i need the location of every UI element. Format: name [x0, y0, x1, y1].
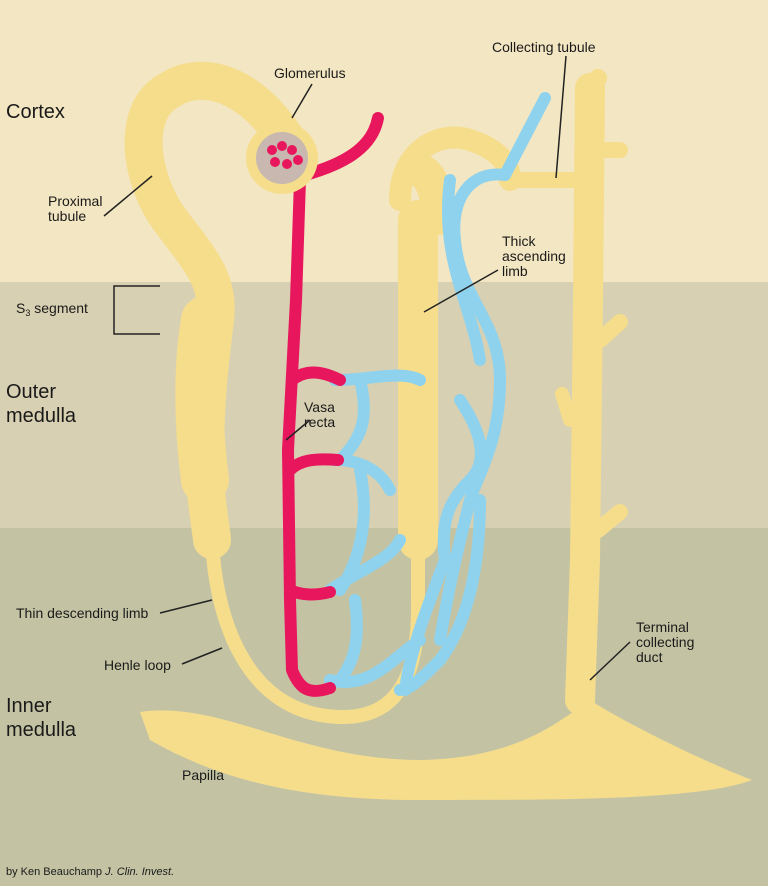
proximal-tubule-label: Proximal tubule — [48, 193, 103, 224]
glomerulus-capillaries — [267, 141, 303, 169]
papilla-label: Papilla — [182, 767, 225, 783]
leader-henle-loop — [181, 647, 223, 665]
collecting-tubule-label: Collecting tubule — [492, 39, 596, 55]
leader-proximal-tubule — [103, 175, 153, 217]
credit-journal: J. Clin. Invest. — [105, 866, 175, 878]
inner-medulla-label: Inner medulla — [6, 695, 77, 741]
credit-author: by Ken Beauchamp — [6, 866, 106, 878]
s3-rest: segment — [30, 300, 88, 316]
outer-medulla-label: Outer medulla — [6, 381, 77, 427]
proximal-tubule — [124, 61, 309, 559]
papilla-shape — [140, 700, 752, 800]
terminal-collecting-duct-label: Terminal collecting duct — [636, 619, 695, 665]
vasa-recta-label: Vasa recta — [304, 399, 336, 430]
leader-lines — [103, 55, 631, 681]
s3-segment-label: S3 segment — [16, 300, 88, 318]
cortex-label: Cortex — [6, 101, 65, 123]
s3-subscript: 3 — [25, 308, 31, 318]
credit-line: by Ken Beauchamp J. Clin. Invest. — [6, 866, 174, 878]
leader-terminal-collecting-duct — [589, 641, 631, 681]
thick-ascending-limb-label: Thick ascending limb — [502, 233, 566, 279]
s3-bracket — [113, 285, 160, 335]
leader-glomerulus — [291, 83, 313, 119]
collecting-duct — [502, 69, 628, 715]
glomerulus-label: Glomerulus — [274, 65, 346, 81]
thin-descending-limb-label: Thin descending limb — [16, 605, 149, 621]
s3-letter: S — [16, 300, 26, 316]
vasa-recta-venous — [324, 92, 551, 696]
glomerulus-inner — [256, 132, 308, 184]
vasa-recta-arterial — [282, 112, 384, 697]
leader-thin-descending-limb — [159, 599, 213, 614]
leader-vasa-recta — [285, 419, 311, 441]
henle-loop-label: Henle loop — [104, 657, 171, 673]
leader-collecting-tubule — [555, 55, 567, 179]
leader-thick-ascending-limb — [423, 269, 499, 313]
cortex-zone — [0, 0, 768, 282]
